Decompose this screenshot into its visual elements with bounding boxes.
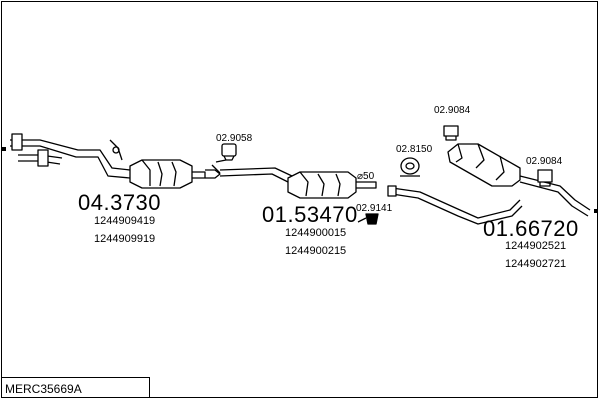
accessory-label: 02.9084 — [526, 156, 563, 167]
oe-number-label: 1244909919 — [94, 233, 156, 245]
ring-mount-02-8150-drawing — [400, 157, 420, 177]
rear-silencer-drawing — [387, 143, 591, 225]
mount-02-9141-drawing — [357, 213, 379, 225]
catalytic-converter-drawing — [129, 159, 221, 189]
oe-number-label: 1244900015 — [285, 227, 347, 239]
assembly-code-box: MERC35669A — [1, 377, 150, 398]
frame-mark-left — [2, 147, 6, 151]
accessory-label: 02.8150 — [396, 144, 433, 155]
front-downpipe-drawing — [10, 133, 131, 179]
oe-number-label: 1244909419 — [94, 215, 156, 227]
centre-silencer-drawing — [219, 167, 377, 199]
clamp-02-9058-drawing — [211, 143, 237, 174]
mount-02-9084-right-drawing — [537, 169, 553, 187]
oe-number-label: 1244902721 — [505, 258, 567, 270]
oe-number-label: 1244900215 — [285, 245, 347, 257]
accessory-label: 02.9084 — [434, 105, 471, 116]
accessory-label: 02.9141 — [356, 203, 393, 214]
frame-mark-right — [594, 209, 598, 213]
part-number-label: 01.53470 — [262, 202, 358, 227]
pipe-diameter-label: ⌀50 — [357, 171, 375, 182]
oe-number-label: 1244902521 — [505, 240, 567, 252]
mount-02-9084-top-drawing — [443, 125, 459, 141]
part-number-label: 04.3730 — [78, 190, 162, 215]
assembly-code: MERC35669A — [5, 382, 82, 396]
part-number-label: 01.66720 — [483, 216, 579, 241]
accessory-label: 02.9058 — [216, 133, 253, 144]
